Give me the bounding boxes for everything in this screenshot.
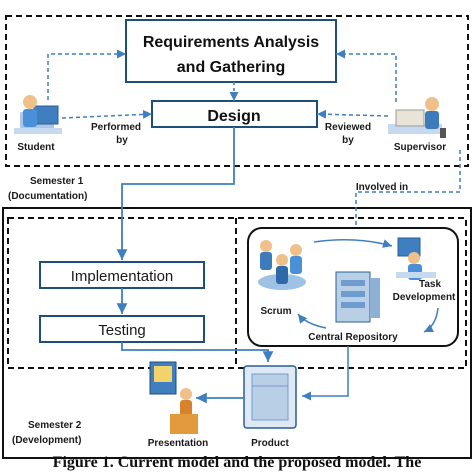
- student-label: Student: [17, 142, 55, 153]
- testing-to-product-arrow: [121, 342, 274, 362]
- student-to-requirements-arrow: [47, 49, 126, 100]
- scrum-to-task-arrow: [313, 239, 393, 248]
- scrum-label: Scrum: [260, 306, 291, 317]
- presentation-icon: [149, 361, 198, 434]
- student-icon: [14, 95, 62, 134]
- semester2-region: [2, 207, 472, 459]
- figure-caption: Figure 1. Current model and the proposed…: [52, 454, 422, 471]
- testing-box: [39, 315, 205, 343]
- supervisor-involved-arrow: [351, 150, 461, 236]
- design-box: [151, 100, 318, 128]
- requirements-label-line1: Requirements Analysis: [143, 34, 319, 51]
- reviewed-by-line1: Reviewed: [325, 122, 371, 133]
- supervisor-label: Supervisor: [394, 142, 446, 153]
- repository-to-scrum-arrow: [297, 313, 327, 329]
- requirements-label-line2: and Gathering: [177, 59, 285, 76]
- supervisor-to-design-arrow: [316, 109, 389, 119]
- implementation-label: Implementation: [71, 268, 174, 285]
- task-label-line1: Task: [419, 279, 441, 290]
- task-development-icon: [396, 237, 436, 280]
- supervisor-to-requirements-arrow: [336, 49, 397, 102]
- central-repository-label: Central Repository: [308, 332, 398, 343]
- design-label: Design: [207, 108, 260, 125]
- semester1-region: [5, 15, 469, 167]
- development-dashed-region: [7, 217, 467, 369]
- reviewed-by-line2: by: [342, 135, 354, 146]
- semester1-label-line1: Semester 1: [30, 176, 84, 187]
- testing-label: Testing: [98, 322, 146, 339]
- product-label: Product: [251, 438, 289, 449]
- performed-by-line2: by: [116, 135, 128, 146]
- performed-by-line1: Performed: [91, 122, 141, 133]
- design-to-implementation-arrow: [116, 127, 235, 260]
- task-label-line2: Development: [393, 292, 456, 303]
- student-to-design-arrow: [61, 109, 153, 119]
- semester1-label-line2: (Documentation): [8, 191, 87, 202]
- central-repository-icon: [335, 271, 380, 323]
- task-to-repository-arrow: [423, 307, 439, 333]
- product-icon: [243, 365, 297, 429]
- presentation-label: Presentation: [148, 438, 209, 449]
- supervisor-icon: [388, 97, 446, 138]
- requirements-box: [125, 19, 337, 83]
- scrum-meeting-icon: [258, 240, 306, 290]
- involved-in-label: Involved in: [356, 182, 408, 193]
- repository-to-product-arrow: [302, 346, 349, 401]
- semester2-label-line1: Semester 2: [28, 420, 82, 431]
- implementation-box: [39, 261, 205, 289]
- semester2-label-line2: (Development): [12, 435, 81, 446]
